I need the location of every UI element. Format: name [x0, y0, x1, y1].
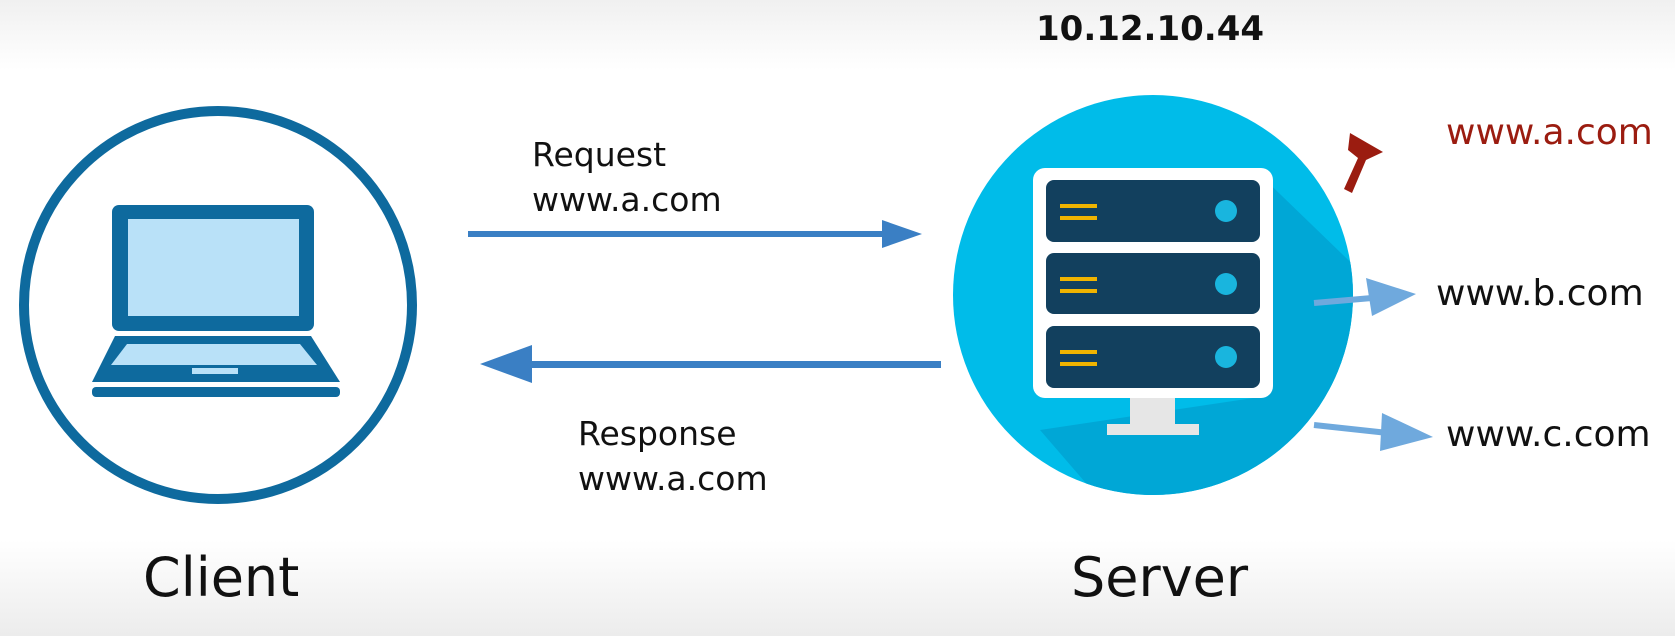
server-unit-1: [1046, 180, 1260, 242]
server-unit-3-led: [1215, 346, 1237, 368]
server-rack-icon: [953, 95, 1353, 495]
server-stand-base: [1107, 424, 1199, 435]
request-domain: www.a.com: [532, 180, 722, 219]
server-unit-3: [1046, 326, 1260, 388]
client-ring: [19, 106, 417, 504]
site-b-label: www.b.com: [1436, 273, 1644, 314]
server-ip-label: 10.12.10.44: [1036, 9, 1265, 49]
laptop-icon: [19, 106, 417, 504]
request-arrow: [468, 220, 922, 248]
site-a-label: www.a.com: [1446, 112, 1653, 153]
laptop-bottom-edge: [92, 387, 340, 397]
site-c-label: www.c.com: [1446, 414, 1651, 455]
server-unit-2-led: [1215, 273, 1237, 295]
response-title: Response: [578, 414, 737, 453]
client-label: Client: [143, 546, 300, 609]
laptop-screen: [128, 219, 299, 316]
site-c-arrow: [1313, 413, 1433, 451]
site-b-arrow: [1313, 278, 1416, 316]
laptop-touchpad: [192, 368, 238, 374]
site-a-arrow: [1344, 133, 1383, 193]
server-label: Server: [1071, 546, 1249, 609]
server-unit-2: [1046, 253, 1260, 314]
laptop-keyboard: [111, 344, 317, 365]
server-stand-neck: [1130, 398, 1175, 424]
server-unit-1-led: [1215, 200, 1237, 222]
request-title: Request: [532, 135, 667, 174]
response-domain: www.a.com: [578, 459, 768, 498]
response-arrow: [480, 345, 941, 383]
